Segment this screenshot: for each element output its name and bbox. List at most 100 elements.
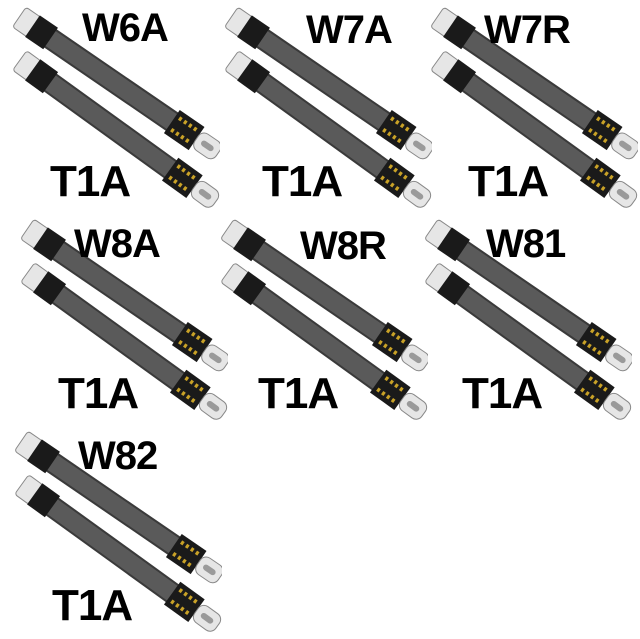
gold-contact (390, 398, 396, 404)
end-connector (581, 110, 638, 160)
start-connector (431, 7, 476, 50)
gold-contact (388, 164, 394, 170)
model-label-bottom: T1A (258, 369, 339, 418)
gold-contact (387, 346, 393, 352)
gold-contact (599, 167, 604, 173)
end-connector (373, 157, 432, 208)
end-connector (169, 369, 228, 420)
end-connector (165, 534, 222, 584)
gold-contact (185, 328, 191, 334)
model-label-top: W7R (484, 8, 571, 52)
connector-pcb (169, 369, 211, 411)
gold-contact (184, 376, 190, 382)
gold-contact (177, 182, 183, 188)
gold-contact (175, 131, 180, 137)
gold-contact (585, 391, 590, 397)
gold-contact (183, 591, 188, 597)
gold-contact (188, 595, 193, 601)
connector-pcb (163, 581, 205, 623)
gold-contact (580, 387, 585, 393)
gold-contact (385, 328, 391, 334)
cable-top (15, 431, 222, 584)
gold-contact (170, 599, 175, 605)
gold-contact (190, 398, 196, 404)
end-connector (573, 369, 632, 420)
end-connector (163, 110, 220, 160)
ribbon-cable-surface (40, 450, 198, 566)
connector-pcb (33, 271, 67, 306)
cable-top (225, 7, 432, 160)
gold-contact (392, 350, 398, 356)
ribbon-cable-surface (250, 26, 408, 142)
gold-contact (189, 379, 194, 385)
type-c-port-slot (209, 352, 222, 364)
gold-contact (610, 126, 616, 132)
type-c-port-slot (406, 400, 420, 412)
connector-pcb (573, 369, 615, 411)
gold-contact (192, 598, 198, 604)
gold-contact (182, 186, 188, 192)
connector-pcb (443, 59, 477, 94)
model-label-top: W8A (74, 222, 161, 266)
gold-contact (376, 387, 381, 393)
type-c-port-slot (201, 140, 214, 152)
gold-contact (598, 383, 603, 389)
gold-contact (184, 543, 190, 549)
connector-pcb (27, 439, 60, 474)
gold-contact (198, 386, 204, 392)
type-c-port-slot (198, 188, 212, 200)
gold-contact (184, 138, 190, 144)
start-connector (425, 219, 470, 262)
gold-contact (176, 387, 181, 393)
type-c-port-slot (206, 400, 220, 412)
gold-contact (594, 331, 600, 337)
connector-pcb (581, 110, 623, 151)
cable-top (221, 219, 428, 372)
end-connector (575, 322, 632, 372)
gold-contact (179, 540, 185, 546)
model-label-top: W81 (486, 222, 566, 266)
connector-pcb (575, 322, 617, 363)
gold-contact (596, 350, 602, 356)
start-connector (13, 7, 58, 50)
start-connector (21, 263, 67, 306)
cable-top (13, 7, 220, 160)
gold-contact (178, 339, 183, 345)
gold-contact (389, 182, 395, 188)
gold-contact (389, 116, 395, 122)
type-c-port-slot (203, 564, 216, 576)
gold-contact (594, 398, 600, 404)
cable-top (425, 219, 632, 372)
gold-contact (398, 386, 404, 392)
type-c-port-slot (413, 140, 426, 152)
connector-pcb (375, 110, 417, 151)
type-c-port-slot (610, 400, 624, 412)
gold-contact (589, 394, 595, 400)
type-c-port-slot (613, 352, 626, 364)
gold-contact (394, 383, 399, 389)
ribbon-cable-surface (250, 70, 406, 190)
gold-contact (187, 123, 193, 129)
connector-pcb (373, 157, 415, 199)
ribbon-cable-surface (456, 70, 612, 190)
gold-contact (400, 338, 406, 344)
gold-contact (600, 186, 606, 192)
gold-contact (390, 331, 396, 337)
cable-illustration (425, 219, 632, 420)
gold-contact (385, 394, 391, 400)
gold-contact (588, 127, 593, 133)
end-connector (171, 322, 228, 372)
connector-pcb (25, 59, 59, 94)
connector-pcb (161, 157, 203, 199)
connector-pcb (33, 227, 66, 262)
ribbon-cable-surface (246, 282, 402, 402)
connector-pcb (371, 322, 413, 363)
gold-contact (595, 182, 601, 188)
gold-contact (184, 610, 190, 616)
gold-contact (608, 174, 614, 180)
gold-contact (182, 119, 188, 125)
ribbon-cable-surface (46, 282, 202, 402)
